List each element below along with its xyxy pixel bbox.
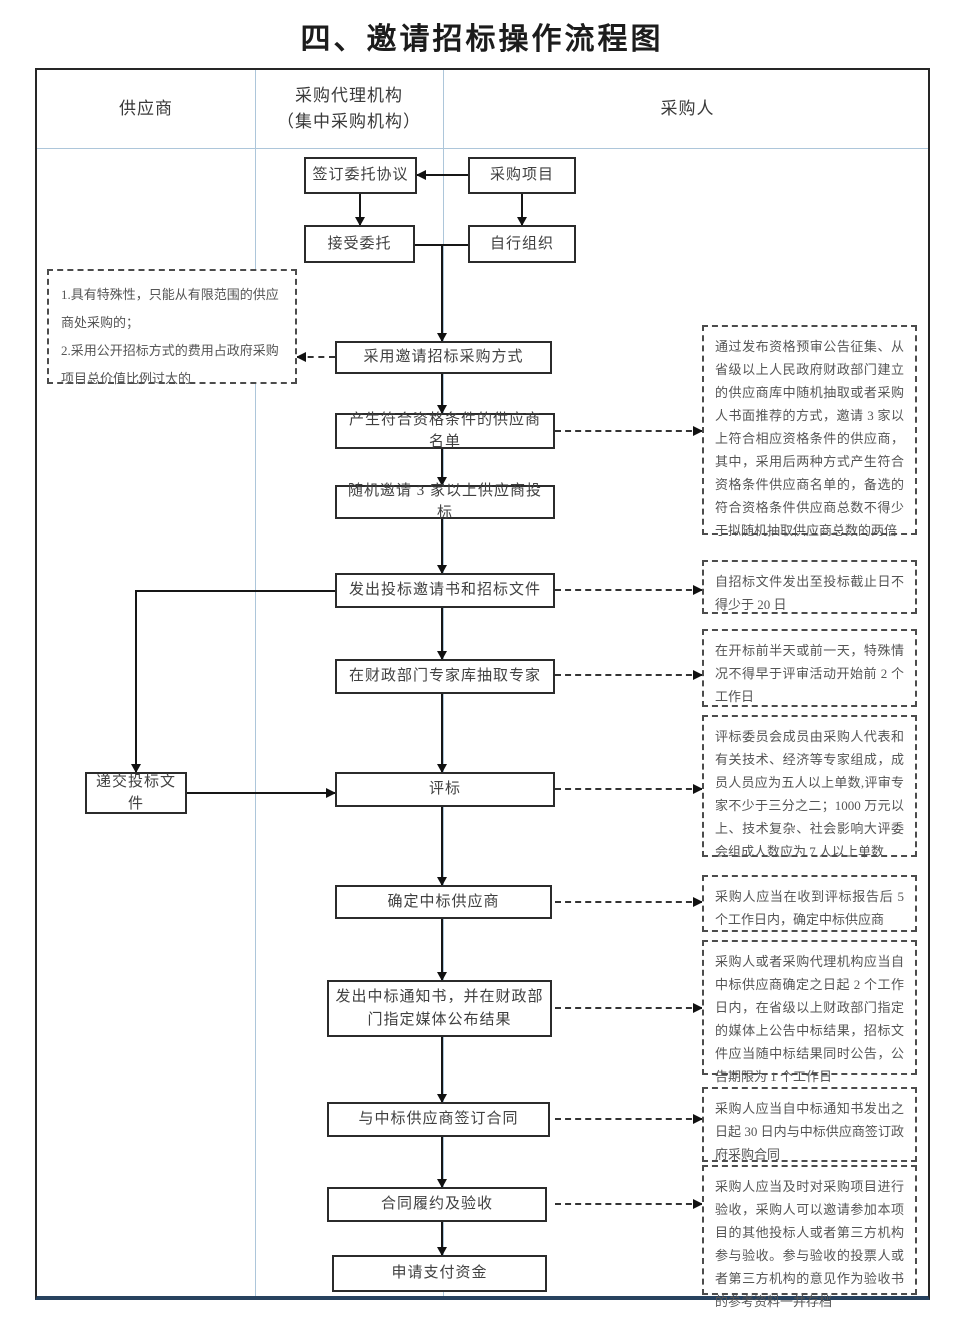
lane-agency-label: 采购代理机构 xyxy=(295,85,403,105)
arrow-random-to-invitation xyxy=(437,519,447,574)
arrow-project-to-sign xyxy=(416,170,468,180)
dashed-arrow-generate-to-note1 xyxy=(555,426,703,436)
arrow-bridge-to-adopt xyxy=(437,244,447,342)
arrow-down-to-submitbid xyxy=(131,590,141,773)
arrow-invitation-to-experts xyxy=(437,608,447,660)
arrow-evaluate-to-determine xyxy=(437,807,447,886)
right-note-3: 在开标前半天或前一天，特殊情况不得早于评审活动开始前 2 个工作日 xyxy=(702,629,917,707)
dashed-arrow-contract-to-note7 xyxy=(555,1114,703,1124)
left-condition-note: 1.具有特殊性，只能从有限范围的供应商处采购的； 2.采用公开招标方式的费用占政… xyxy=(47,269,297,386)
arrow-sign-to-accept xyxy=(355,194,365,226)
lane-purchaser-label: 采购人 xyxy=(660,98,715,118)
dashed-arrow-evaluate-to-note4 xyxy=(555,784,703,794)
arrow-submitbid-to-evaluate xyxy=(187,788,336,798)
lane-header-supplier: 供应商 xyxy=(37,70,255,148)
arrow-adopt-to-generate xyxy=(437,374,447,414)
flow-node-adopt-method: 采用邀请招标采购方式 xyxy=(335,341,552,374)
lane-supplier-label: 供应商 xyxy=(119,98,173,118)
arrow-determine-to-notice xyxy=(437,919,447,981)
right-note-5: 采购人应当在收到评标报告后 5 个工作日内，确定中标供应商 xyxy=(702,875,917,932)
dashed-arrow-invitation-to-note2 xyxy=(555,585,703,595)
dashed-arrow-adopt-to-leftnote xyxy=(296,352,335,362)
arrow-experts-to-evaluate xyxy=(437,694,447,773)
arrow-project-to-selforganize xyxy=(517,194,527,226)
flow-node-random-invite: 随机邀请 3 家以上供应商投标 xyxy=(335,483,555,521)
header-underline xyxy=(37,148,928,149)
right-note-7: 采购人应当自中标通知书发出之日起 30 日内与中标供应商签订政府采购合同 xyxy=(702,1087,917,1162)
flow-node-performance-acceptance: 合同履约及验收 xyxy=(327,1187,547,1222)
arrow-contract-to-performance xyxy=(437,1137,447,1188)
flow-node-accept-entrustment: 接受委托 xyxy=(304,225,415,263)
right-note-1: 通过发布资格预审公告征集、从省级以上人民政府财政部门建立的供应商库中随机抽取或者… xyxy=(702,325,917,538)
arrow-notice-to-contract xyxy=(437,1037,447,1103)
dashed-arrow-notice-to-note6 xyxy=(555,1003,703,1013)
flow-node-procurement-project: 采购项目 xyxy=(468,157,576,194)
dashed-arrow-determine-to-note5 xyxy=(555,897,703,907)
dashed-arrow-experts-to-note3 xyxy=(555,670,703,680)
flow-node-determine-winner: 确定中标供应商 xyxy=(335,885,552,919)
lane-header-purchaser: 采购人 xyxy=(443,70,932,148)
flow-node-submit-bid: 递交投标文件 xyxy=(85,772,187,814)
flow-node-apply-payment: 申请支付资金 xyxy=(332,1255,547,1292)
right-note-8: 采购人应当及时对采购项目进行验收，采购人可以邀请参加本项目的其他投标人或者第三方… xyxy=(702,1165,917,1309)
line-invitation-to-supplier xyxy=(136,590,335,592)
flow-node-issue-invitation: 发出投标邀请书和招标文件 xyxy=(335,573,555,608)
page-title: 四、邀请招标操作流程图 xyxy=(300,23,664,56)
flow-node-self-organize: 自行组织 xyxy=(468,225,576,263)
right-note-2: 自招标文件发出至投标截止日不得少于 20 日 xyxy=(702,560,917,614)
arrow-performance-to-payment xyxy=(437,1222,447,1256)
flow-board: 供应商 采购代理机构 （集中采购机构） 采购人 xyxy=(35,68,932,1309)
right-note-6: 采购人或者采购代理机构应当自中标供应商确定之日起 2 个工作日内，在省级以上财政… xyxy=(702,940,917,1084)
lane-agency-sublabel: （集中采购机构） xyxy=(277,112,421,131)
arrow-generate-to-random xyxy=(437,449,447,486)
flow-node-issue-notice: 发出中标通知书，并在财政部门指定媒体公布结果 xyxy=(327,980,552,1037)
lane-header-agency: 采购代理机构 （集中采购机构） xyxy=(255,70,443,148)
flow-node-evaluate: 评标 xyxy=(335,772,555,807)
flow-node-sign-agreement: 签订委托协议 xyxy=(304,157,417,194)
lane-divider-1 xyxy=(255,70,256,1296)
dashed-arrow-performance-to-note8 xyxy=(555,1199,703,1209)
right-note-4: 评标委员会成员由采购人代表和有关技术、经济等专家组成，成员人员应为五人以上单数,… xyxy=(702,715,917,859)
flow-node-extract-experts: 在财政部门专家库抽取专家 xyxy=(335,659,555,694)
left-note-item-2: 2.采用公开招标方式的费用占政府采购项目总价值比例过大的 xyxy=(61,343,279,386)
left-note-item-1: 1.具有特殊性，只能从有限范围的供应商处采购的； xyxy=(61,287,279,330)
flow-node-sign-contract: 与中标供应商签订合同 xyxy=(327,1102,550,1137)
flow-node-generate-list: 产生符合资格条件的供应商名单 xyxy=(335,412,555,450)
